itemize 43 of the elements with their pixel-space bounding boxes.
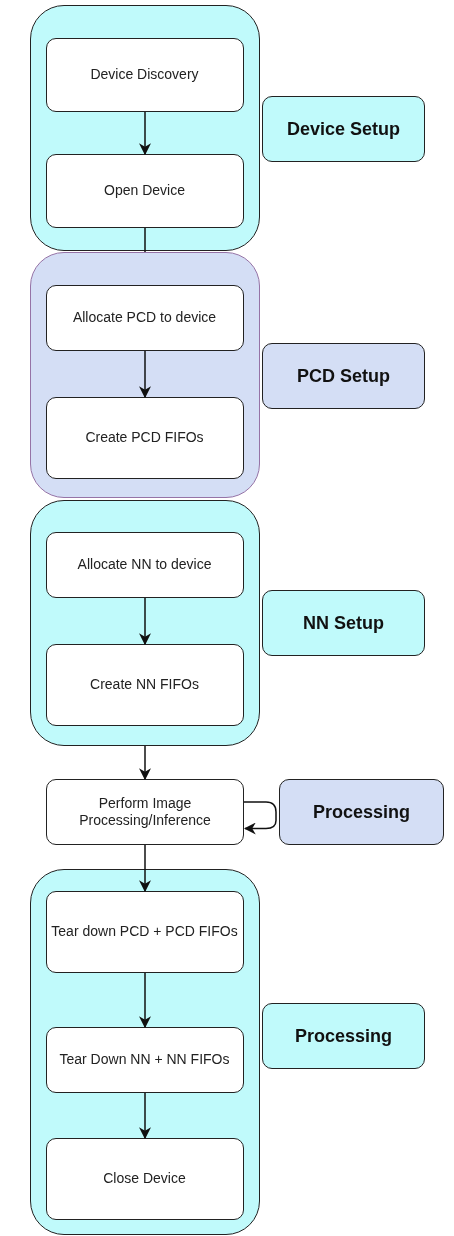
process-box <box>46 779 244 845</box>
arrow <box>139 844 151 893</box>
stage-label: Processing <box>293 1024 393 1048</box>
step-text: Device Discovery <box>89 65 200 84</box>
stage-label-box <box>262 96 425 162</box>
process-box <box>45 396 244 479</box>
process-box <box>45 37 244 112</box>
step-text: Tear Down NN + NN FIFOs <box>58 1050 231 1069</box>
arrow <box>139 1092 151 1140</box>
arrow <box>139 111 151 156</box>
stage-label: PCD Setup <box>296 364 391 388</box>
step-text: Allocate PCD to device <box>71 308 218 327</box>
arrow <box>139 745 151 781</box>
step-text: Create NN FIFOs <box>89 675 200 694</box>
step-text: Perform Image Processing/Inference <box>78 794 212 830</box>
group-container <box>30 252 260 498</box>
group-container <box>30 869 260 1235</box>
step-text: Allocate NN to device <box>76 555 213 574</box>
stage-label-box <box>262 1003 425 1069</box>
step-text: Tear down PCD + PCD FIFOs <box>50 922 239 941</box>
process-box <box>45 1026 244 1093</box>
process-box <box>45 1137 244 1220</box>
process-box <box>45 153 244 228</box>
arrow <box>139 350 151 399</box>
process-box <box>45 284 244 351</box>
stage-label-box <box>279 779 444 845</box>
group-container <box>30 500 260 746</box>
stage-label: Device Setup <box>285 117 401 141</box>
arrow <box>139 972 151 1029</box>
process-box <box>45 890 244 973</box>
process-box <box>45 531 244 598</box>
step-text: Close Device <box>102 1169 187 1188</box>
step-text: Create PCD FIFOs <box>84 428 205 447</box>
connector-line <box>144 227 146 253</box>
process-box <box>45 643 244 726</box>
arrow <box>243 801 277 835</box>
step-text: Open Device <box>103 181 186 200</box>
stage-label-box <box>262 343 425 409</box>
stage-label: NN Setup <box>302 611 385 635</box>
stage-label-box <box>262 590 425 656</box>
stage-label: Processing <box>311 800 411 824</box>
group-container <box>30 5 260 251</box>
arrow <box>139 597 151 646</box>
